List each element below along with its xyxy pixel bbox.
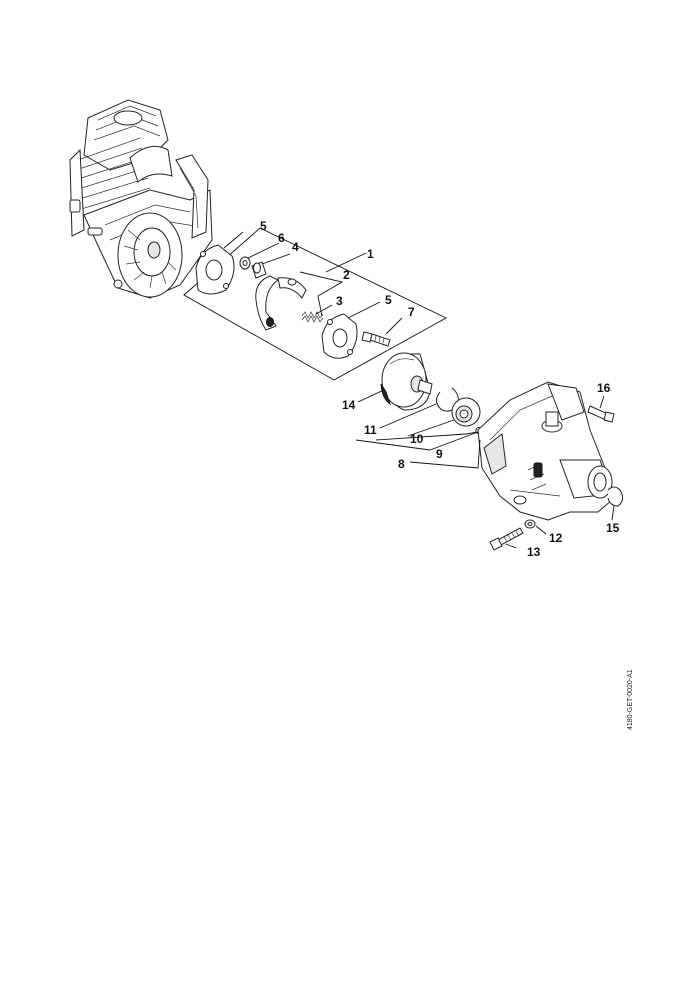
callout-1: 1 bbox=[367, 247, 374, 261]
callout-10: 10 bbox=[410, 432, 424, 446]
sleeve-4 bbox=[251, 261, 267, 279]
carrier-plate-upper bbox=[195, 244, 235, 295]
callout-12: 12 bbox=[549, 531, 563, 545]
clutch-group-frame bbox=[183, 227, 447, 381]
ball-bearing-10 bbox=[451, 397, 481, 427]
clutch-drum bbox=[380, 352, 433, 411]
callout-2: 2 bbox=[343, 268, 350, 282]
washer-12 bbox=[524, 519, 536, 529]
callout-9: 9 bbox=[436, 447, 443, 461]
callout-5-lower: 5 bbox=[385, 293, 392, 307]
callout-6: 6 bbox=[278, 231, 285, 245]
drawing-code: 4180-GET-0020-A1 bbox=[627, 669, 634, 730]
callout-7: 7 bbox=[408, 305, 415, 319]
callout-4: 4 bbox=[292, 240, 299, 254]
clutch-spring bbox=[301, 311, 324, 323]
leader-lines bbox=[223, 231, 615, 549]
callout-11: 11 bbox=[364, 423, 377, 437]
screw-16 bbox=[587, 405, 615, 423]
screw-13 bbox=[489, 527, 524, 551]
engine-assembly bbox=[69, 99, 213, 299]
screw-7 bbox=[361, 331, 391, 347]
circlip-11 bbox=[436, 387, 459, 412]
gear-housing bbox=[477, 381, 613, 521]
callout-3: 3 bbox=[336, 294, 343, 308]
clutch-shoes bbox=[255, 275, 307, 331]
carrier-plate-lower bbox=[321, 313, 358, 359]
callout-13: 13 bbox=[527, 545, 541, 559]
callout-labels: 1 2 3 4 5 5 6 7 8 9 10 11 12 13 14 15 16 bbox=[260, 219, 620, 559]
callout-16: 16 bbox=[597, 381, 611, 395]
washer-6 bbox=[239, 256, 251, 270]
ring-15 bbox=[607, 486, 624, 507]
callout-15: 15 bbox=[606, 521, 620, 535]
callout-8: 8 bbox=[398, 457, 405, 471]
callout-5-upper: 5 bbox=[260, 219, 267, 233]
callout-14: 14 bbox=[342, 398, 356, 412]
